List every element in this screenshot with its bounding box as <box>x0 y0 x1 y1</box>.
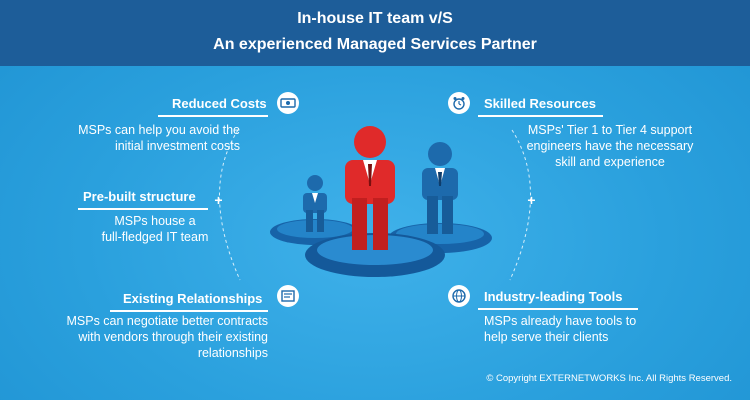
left-platform-top <box>277 220 353 238</box>
existing-relationships-line-2: with vendors through their existing <box>78 330 268 344</box>
reduced-costs-heading: Reduced Costs <box>172 96 267 111</box>
existing-relationships-heading: Existing Relationships <box>123 291 263 306</box>
industry-leading-tools-description: MSPs already have tools to help serve th… <box>484 313 684 345</box>
industry-tools-line-2: help serve their clients <box>484 330 609 344</box>
copyright-footer: © Copyright EXTERNETWORKS Inc. All Right… <box>486 373 732 384</box>
reduced-costs-underline <box>158 115 268 117</box>
skilled-resources-description: MSPs' Tier 1 to Tier 4 support engineers… <box>500 122 720 170</box>
title-line-1: In-house IT team v/S <box>297 10 453 27</box>
title-banner: In-house IT team v/S An experienced Mana… <box>0 0 750 66</box>
pre-built-structure-underline <box>78 208 208 210</box>
center-red-person <box>345 126 395 250</box>
skilled-resources-heading: Skilled Resources <box>484 96 596 111</box>
industry-tools-line-1: MSPs already have tools to <box>484 314 637 328</box>
pre-built-structure-description: MSPs house a full-fledged IT team <box>90 213 220 245</box>
skilled-resources-line-1: MSPs' Tier 1 to Tier 4 support <box>527 123 693 137</box>
plus-icon-right: + <box>527 192 536 208</box>
existing-relationships-line-1: MSPs can negotiate better contracts <box>66 314 269 328</box>
existing-relationships-description: MSPs can negotiate better contracts with… <box>30 313 269 361</box>
certificate-icon <box>277 285 299 307</box>
plus-icon: + <box>214 192 223 208</box>
pre-built-line-2: full-fledged IT team <box>101 230 209 244</box>
left-blue-person <box>303 175 327 232</box>
reduced-costs-line-2: initial investment costs <box>114 139 240 153</box>
pre-built-line-1: MSPs house a <box>114 214 196 228</box>
industry-leading-tools-underline <box>478 308 638 310</box>
right-blue-person <box>422 142 458 234</box>
skilled-resources-line-2: engineers have the necessary <box>526 139 694 153</box>
existing-relationships-underline <box>110 310 268 312</box>
globe-icon <box>448 285 470 307</box>
skilled-resources-line-3: skill and experience <box>555 155 665 169</box>
reduced-costs-line-1: MSPs can help you avoid the <box>78 123 240 137</box>
pre-built-structure-heading: Pre-built structure <box>83 189 196 204</box>
left-dashed-arc <box>219 129 241 281</box>
existing-relationships-line-3: relationships <box>197 346 268 360</box>
reduced-costs-description: MSPs can help you avoid the initial inve… <box>40 122 240 154</box>
industry-leading-tools-heading: Industry-leading Tools <box>484 289 623 304</box>
money-icon <box>277 92 299 114</box>
skilled-resources-underline <box>478 115 603 117</box>
title-line-2: An experienced Managed Services Partner <box>213 36 537 53</box>
right-dashed-arc <box>509 129 531 281</box>
alarm-clock-icon <box>448 92 470 114</box>
